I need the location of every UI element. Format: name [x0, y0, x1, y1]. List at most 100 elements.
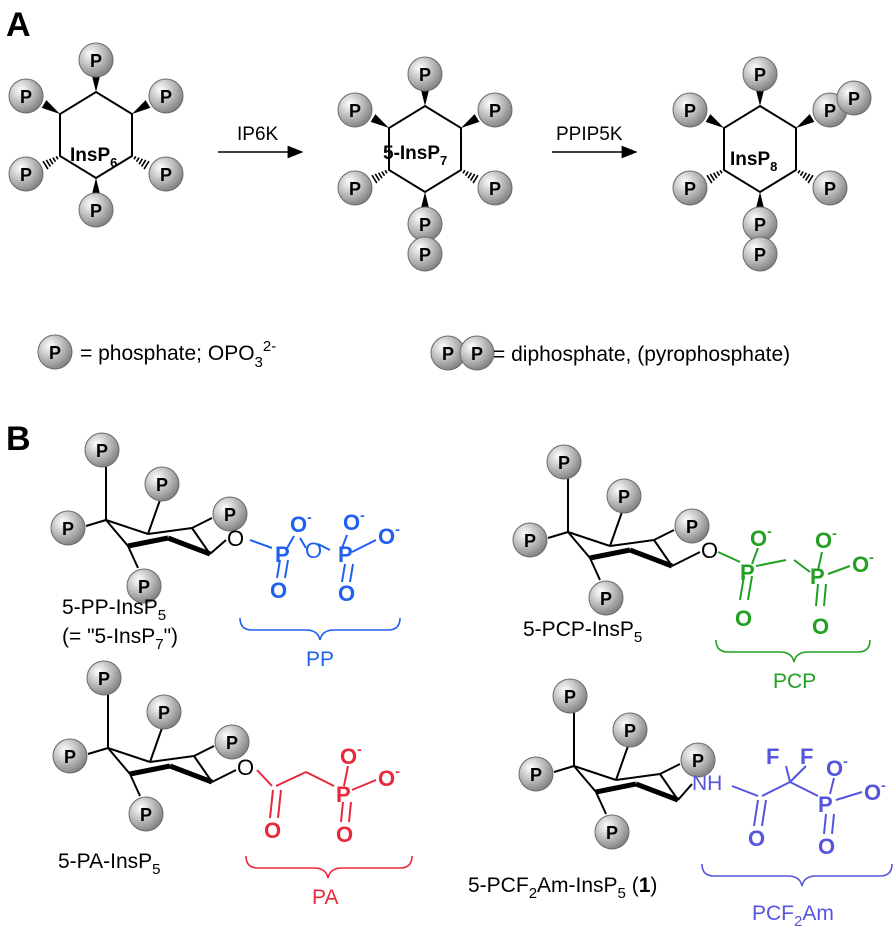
- phosphate-ball-icon: P: [337, 170, 373, 206]
- wedge-bond: [461, 114, 480, 128]
- legend-diphosphate-text: = diphosphate, (pyrophosphate): [493, 343, 790, 366]
- phosphate-ball-icon: P: [477, 170, 513, 206]
- hashed-bond: [42, 155, 59, 170]
- bond: [677, 783, 693, 801]
- bond: [129, 763, 171, 777]
- pcf2am-oxygen-minus-1: O-: [826, 753, 848, 781]
- svg-text:P: P: [90, 51, 102, 71]
- svg-text:P: P: [349, 179, 361, 199]
- pp-oxo-2: O: [338, 581, 355, 606]
- phosphate-ball-icon: P: [407, 206, 443, 242]
- wedge-bond: [705, 114, 724, 128]
- wedge-bond: [132, 100, 151, 114]
- bond: [149, 755, 195, 763]
- pp-bridge-oxygen: O: [305, 538, 322, 563]
- svg-text:P: P: [848, 89, 860, 109]
- bond: [573, 765, 617, 781]
- svg-text:P: P: [489, 101, 501, 121]
- svg-text:P: P: [524, 531, 536, 551]
- panel-a-bonds: [41, 74, 815, 210]
- svg-text:P: P: [530, 765, 542, 785]
- svg-text:P: P: [419, 215, 431, 235]
- bond: [85, 519, 107, 527]
- pcp-oxygen-minus-1: O-: [750, 523, 772, 551]
- phosphate-ball-icon: P: [8, 156, 44, 192]
- panel-label-a: A: [6, 6, 31, 44]
- bond: [191, 517, 213, 529]
- hashed-bond: [462, 169, 479, 184]
- svg-text:P: P: [606, 823, 618, 843]
- pcf2am-oxo-phosphoryl: O: [818, 834, 835, 859]
- bond: [567, 531, 611, 547]
- phosphate-ball-icon: P: [144, 466, 180, 502]
- svg-text:P: P: [754, 245, 766, 265]
- pcf2am-bonds: [731, 765, 863, 835]
- bond: [107, 747, 151, 763]
- phosphate-ball-icon: P: [588, 580, 624, 616]
- bond: [107, 747, 131, 775]
- wedge-bond: [91, 178, 101, 196]
- svg-text:P: P: [624, 721, 636, 741]
- pcp-phosphorus-1: P: [740, 560, 755, 585]
- svg-text:P: P: [824, 101, 836, 121]
- brace-pp: PP: [239, 617, 401, 671]
- svg-text:P: P: [140, 805, 152, 825]
- bond: [149, 727, 163, 763]
- bond: [635, 781, 679, 803]
- svg-text:P: P: [224, 505, 236, 525]
- group-label-pcp: PCP: [773, 670, 816, 693]
- phosphate-ball-icon: P: [612, 712, 648, 748]
- wedge-bond: [755, 192, 765, 210]
- svg-text:P: P: [138, 577, 150, 597]
- phosphate-ball-icon: P: [407, 56, 443, 92]
- pp-oxygen-minus-3: O-: [378, 521, 400, 549]
- pp-oxygen-minus-1: O-: [290, 509, 312, 537]
- wedge-bond: [370, 114, 389, 128]
- pa-oxo-phosphoryl: O: [336, 822, 353, 847]
- phosphate-ball-icon: P: [212, 496, 248, 532]
- svg-text:P: P: [96, 441, 108, 461]
- phosphate-ball-icon: P: [672, 92, 708, 128]
- bond: [105, 519, 149, 535]
- svg-text:P: P: [90, 201, 102, 221]
- chair-cyclohexane: [87, 694, 237, 797]
- svg-text:P: P: [49, 343, 61, 363]
- phosphate-ball-icon: P: [148, 78, 184, 114]
- pa-oxygen-minus-2: O-: [378, 763, 400, 791]
- bond: [147, 527, 193, 535]
- phosphate-ball-icon: P: [680, 742, 716, 778]
- svg-text:P: P: [600, 589, 612, 609]
- bond: [609, 511, 623, 547]
- bond: [129, 773, 141, 797]
- phosphate-ball-icon: P: [742, 206, 778, 242]
- pcf2am-fluorine-2: F: [800, 744, 813, 769]
- phosphate-ball-icon: P: [52, 738, 88, 774]
- reaction-arrow-ip6k: IP6K: [218, 124, 304, 159]
- molecule-label-insp8: InsP8: [730, 149, 777, 174]
- svg-text:P: P: [160, 165, 172, 185]
- bond: [87, 747, 109, 755]
- chair-cyclohexane: [85, 466, 227, 569]
- pcp-oxo-1: O: [735, 606, 752, 631]
- svg-text:P: P: [684, 101, 696, 121]
- svg-text:P: P: [489, 179, 501, 199]
- phosphate-ball-icon: P: [674, 508, 710, 544]
- group-label-pp: PP: [306, 648, 334, 671]
- brace-pcf2am: PCF2Am: [701, 863, 893, 930]
- bond: [209, 539, 227, 555]
- svg-text:P: P: [349, 101, 361, 121]
- pcf2am-nh: NH: [692, 772, 722, 795]
- phosphate-ball-icon: P: [50, 510, 86, 546]
- hashed-bond: [133, 155, 150, 170]
- wedge-bond: [420, 192, 430, 210]
- bond: [589, 557, 601, 581]
- pcp-oxygen-minus-3: O-: [852, 549, 874, 577]
- svg-text:P: P: [824, 179, 836, 199]
- pp-group: O P O- O P O- O- O O: [227, 507, 400, 606]
- hashed-bond: [371, 169, 388, 184]
- svg-text:P: P: [558, 453, 570, 473]
- diphosphate-ball-icon: P: [407, 236, 443, 272]
